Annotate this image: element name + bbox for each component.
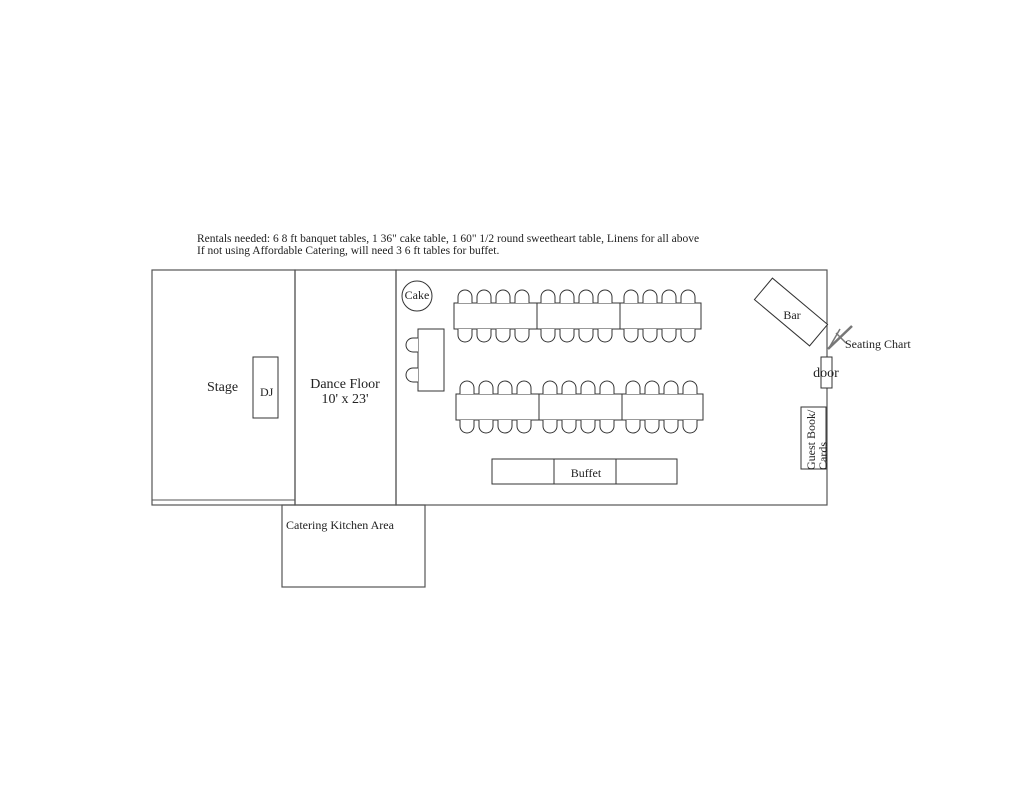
banquet-table [453, 302, 538, 330]
guest-book-cards-label: Cards [816, 442, 830, 470]
chair [644, 380, 660, 394]
chair [497, 380, 513, 394]
chair [580, 380, 596, 394]
dance-floor-label: Dance Floor [310, 377, 380, 392]
chair [599, 420, 615, 434]
dance-floor-size: 10' x 23' [321, 392, 368, 407]
chair [478, 380, 494, 394]
dj-label: DJ [260, 385, 274, 399]
chair [578, 289, 594, 303]
bar-counter [753, 277, 829, 347]
chair [661, 329, 677, 343]
chair [561, 380, 577, 394]
chair [540, 289, 556, 303]
stage-label: Stage [207, 380, 238, 395]
chair [680, 329, 696, 343]
chair [540, 329, 556, 343]
chair [642, 329, 658, 343]
chair [476, 329, 492, 343]
buffet-table [553, 458, 617, 485]
banquet-row-top [453, 289, 702, 343]
chair [457, 289, 473, 303]
banquet-row-bottom [455, 380, 704, 434]
chair [478, 420, 494, 434]
chair [459, 420, 475, 434]
chair [495, 329, 511, 343]
seating-chart-label: Seating Chart [845, 337, 911, 351]
sweetheart-chair [405, 367, 418, 383]
chair [542, 420, 558, 434]
chair [663, 420, 679, 434]
buffet-table [615, 458, 678, 485]
chair [514, 289, 530, 303]
chair [623, 289, 639, 303]
chair [623, 329, 639, 343]
banquet-table [455, 393, 540, 421]
cake-label: Cake [405, 288, 430, 302]
chair [663, 380, 679, 394]
seating-chart-easel-icon [827, 325, 853, 350]
chair [578, 329, 594, 343]
chair [495, 289, 511, 303]
chair [661, 289, 677, 303]
chair [580, 420, 596, 434]
chair [459, 380, 475, 394]
kitchen-label: Catering Kitchen Area [286, 518, 395, 532]
buffet-label: Buffet [571, 466, 602, 480]
chair [682, 380, 698, 394]
chair [457, 329, 473, 343]
chair [597, 289, 613, 303]
buffet-table [491, 458, 555, 485]
guest-book-table [800, 406, 827, 470]
chair [516, 380, 532, 394]
banquet-table [619, 302, 702, 330]
chair [682, 420, 698, 434]
door [820, 356, 833, 389]
chair [644, 420, 660, 434]
banquet-table [536, 302, 621, 330]
chair [497, 420, 513, 434]
chair [559, 329, 575, 343]
banquet-table [621, 393, 704, 421]
chair [561, 420, 577, 434]
sweetheart-table [417, 328, 445, 392]
banquet-table [538, 393, 623, 421]
sweetheart-chair [405, 337, 418, 353]
chair [516, 420, 532, 434]
bar-label: Bar [783, 308, 800, 322]
chair [599, 380, 615, 394]
bar-shape [753, 277, 829, 347]
chair [476, 289, 492, 303]
kitchen-area [281, 504, 426, 588]
chair [514, 329, 530, 343]
door-label: door [813, 366, 839, 381]
chair [597, 329, 613, 343]
chair [559, 289, 575, 303]
buffet-note: If not using Affordable Catering, will n… [197, 245, 499, 257]
chair [642, 289, 658, 303]
chair [625, 380, 641, 394]
cake-table [401, 280, 433, 312]
chair [680, 289, 696, 303]
guest-book-label: Guest Book/ [804, 409, 818, 470]
chair [625, 420, 641, 434]
dj-booth [252, 356, 279, 419]
rentals-note: Rentals needed: 6 8 ft banquet tables, 1… [197, 233, 699, 245]
chair [542, 380, 558, 394]
